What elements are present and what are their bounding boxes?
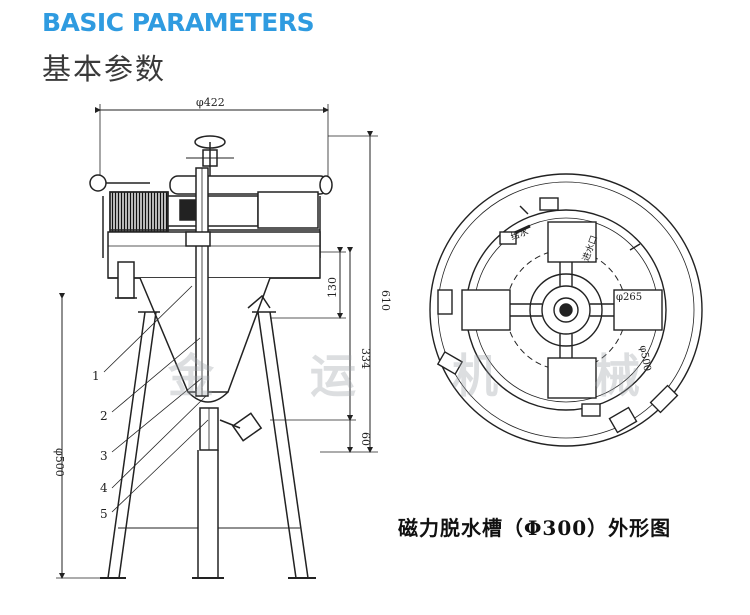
dim-60: 60 — [359, 432, 372, 446]
plan-dim-265: φ265 — [616, 292, 642, 303]
dim-total-height: 610 — [379, 290, 392, 311]
part-label-4: 4 — [100, 481, 108, 495]
dim-334: 334 — [359, 348, 372, 369]
title-chinese: 基本参数 — [42, 52, 167, 86]
side-elevation — [56, 104, 378, 579]
dim-base-diameter: φ500 — [53, 448, 66, 477]
plan-view — [429, 173, 703, 447]
part-label-1: 1 — [92, 369, 100, 383]
drawing-caption: 磁力脱水槽（Φ300）外形图 — [398, 516, 672, 540]
part-label-3: 3 — [100, 449, 108, 463]
title-english: BASIC PARAMETERS — [42, 8, 315, 37]
watermark: 金 运 机 械 — [167, 349, 680, 403]
part-label-5: 5 — [100, 507, 108, 521]
dim-top-diameter: φ422 — [196, 96, 225, 109]
dim-130: 130 — [326, 277, 339, 298]
plan-label-supply: 给水 — [509, 225, 530, 242]
plan-dim-500: φ500 — [637, 345, 652, 373]
part-label-2: 2 — [100, 409, 108, 423]
